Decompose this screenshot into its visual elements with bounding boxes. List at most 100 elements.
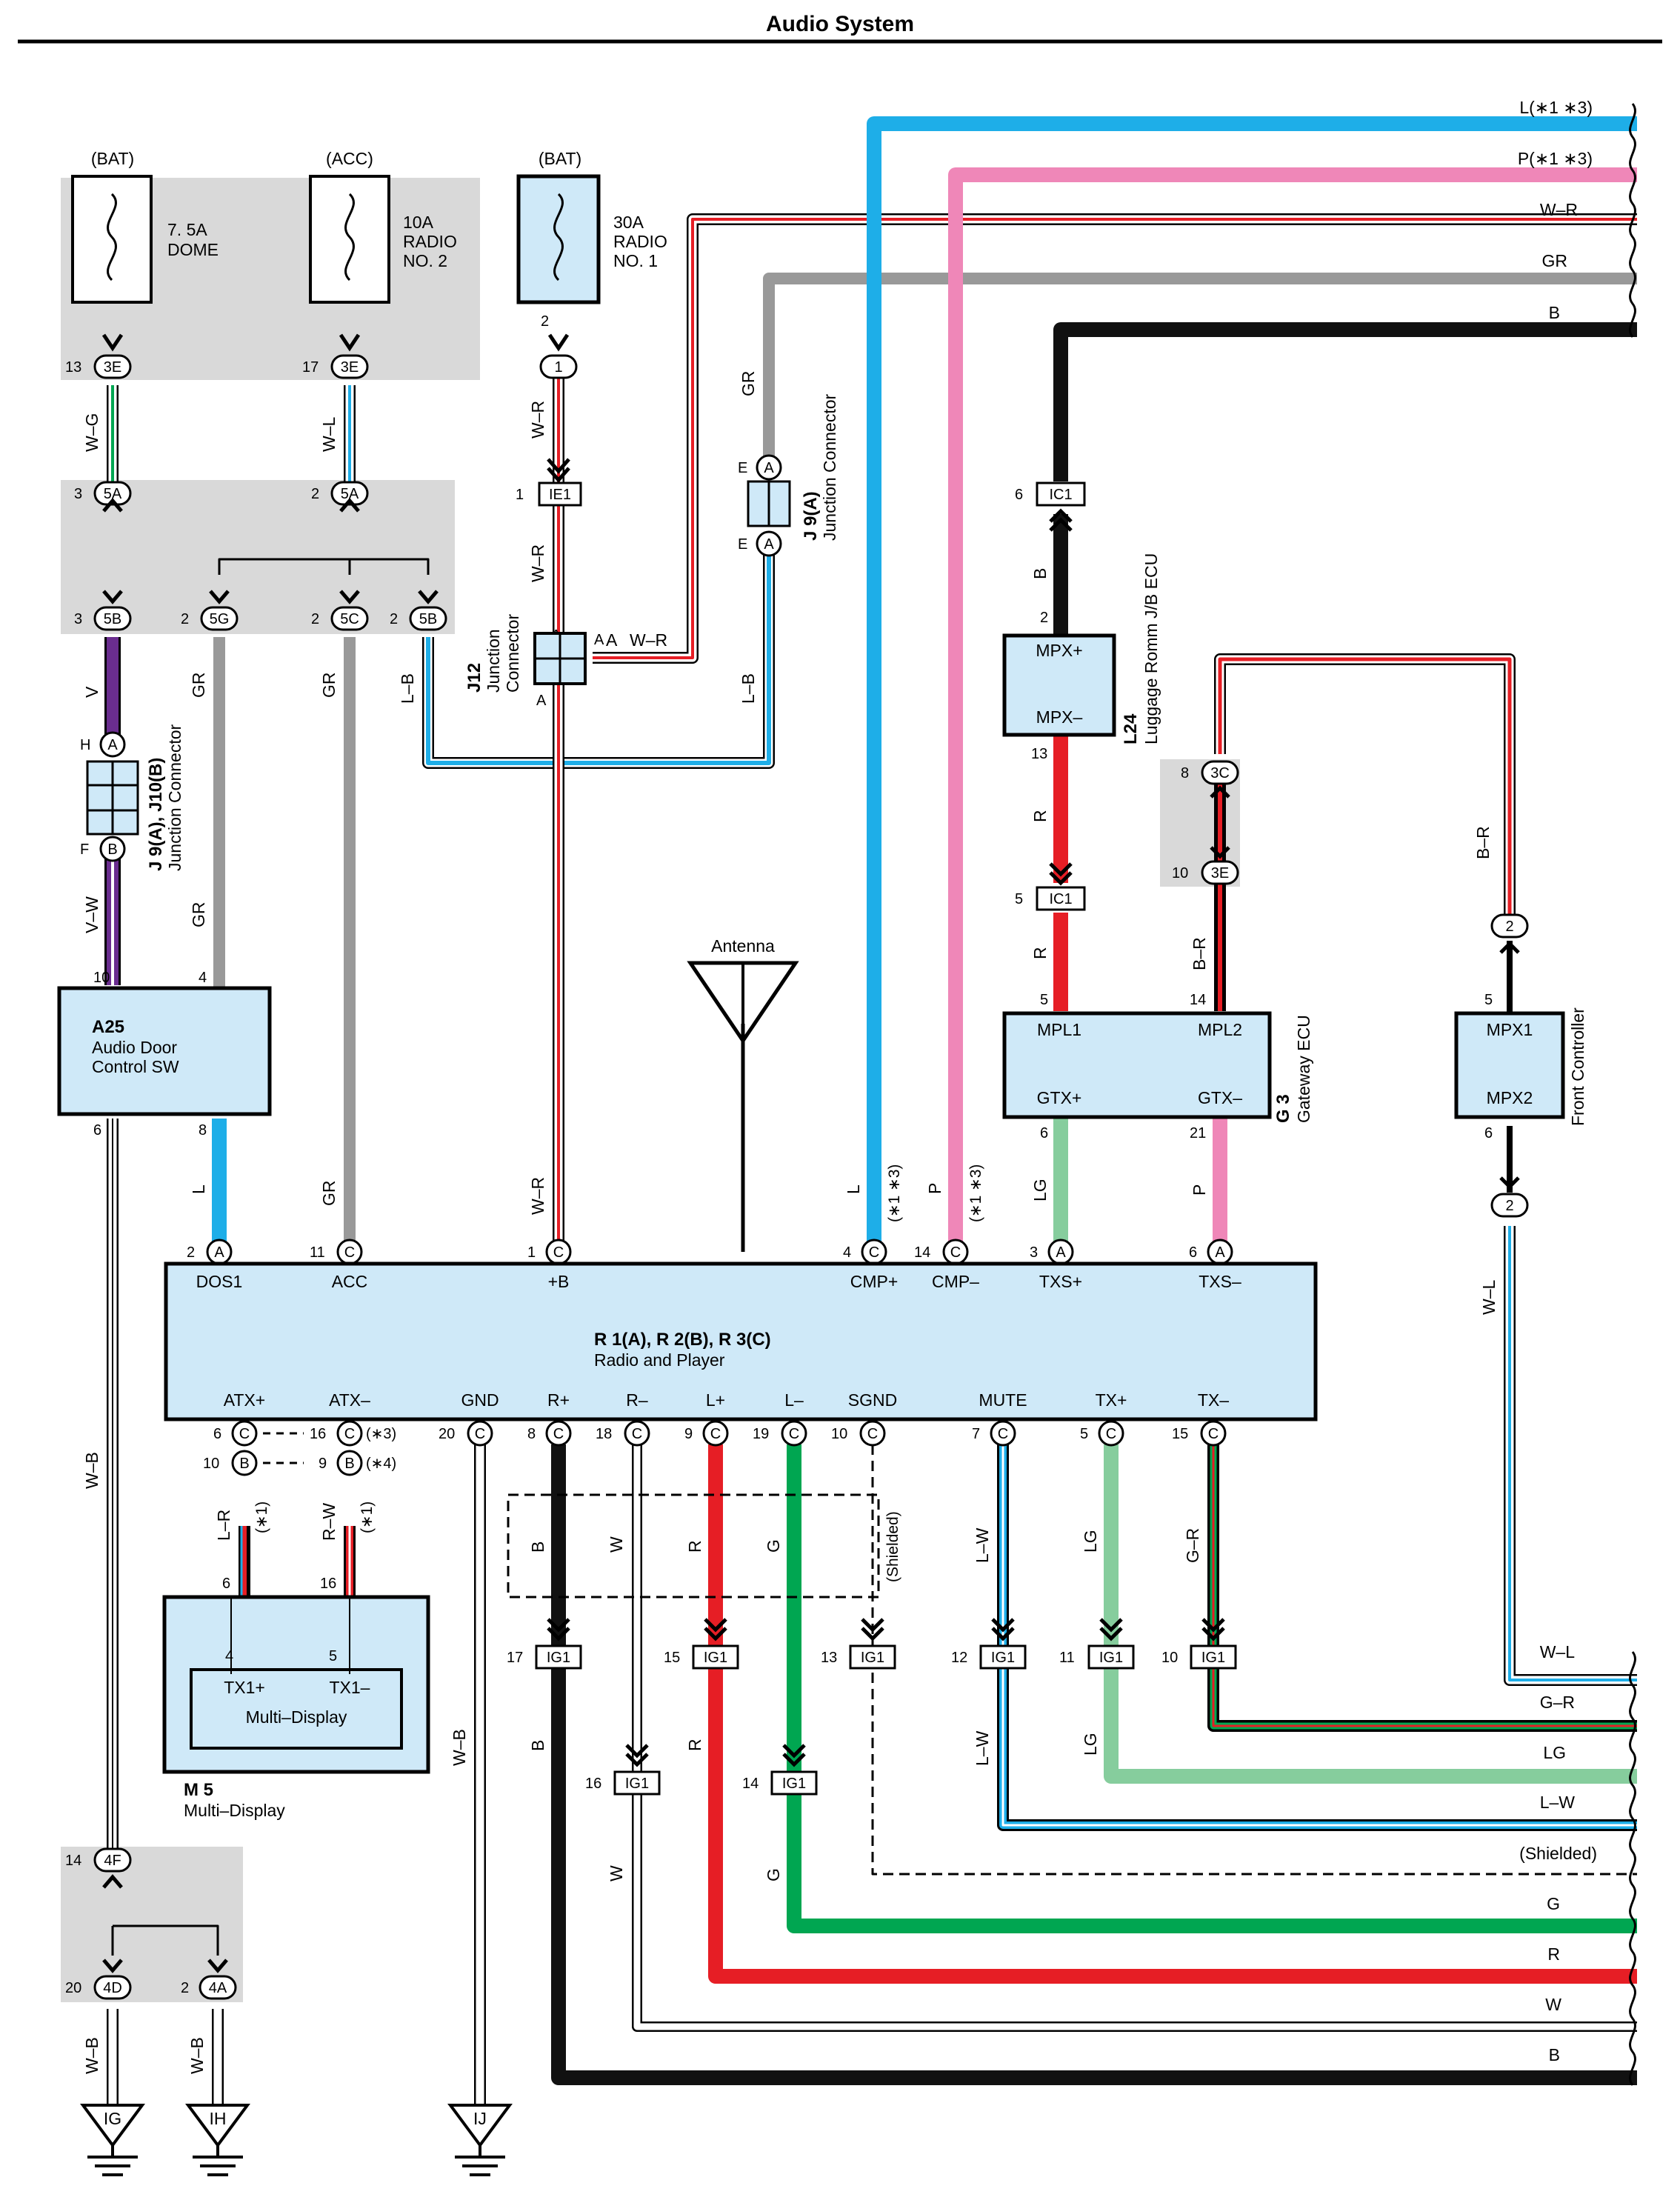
svg-text:6: 6 [1040, 1125, 1048, 1141]
svg-text:TXS+: TXS+ [1039, 1272, 1082, 1291]
svg-text:MPL1: MPL1 [1037, 1020, 1081, 1039]
svg-text:1: 1 [527, 1244, 536, 1261]
svg-text:L–R: L–R [214, 1510, 233, 1541]
svg-text:MPX1: MPX1 [1487, 1020, 1533, 1039]
svg-text:14: 14 [1190, 992, 1206, 1008]
svg-text:10: 10 [203, 1456, 219, 1472]
svg-text:5B: 5B [419, 611, 437, 627]
svg-text:7: 7 [972, 1426, 980, 1442]
svg-text:Connector: Connector [503, 614, 522, 693]
svg-text:5: 5 [1484, 992, 1493, 1008]
svg-text:A: A [764, 460, 774, 476]
svg-text:W–B: W–B [187, 2037, 207, 2074]
svg-text:3E: 3E [1211, 865, 1229, 881]
svg-text:W–R: W–R [528, 544, 547, 582]
svg-text:P(∗1 ∗3): P(∗1 ∗3) [1518, 149, 1593, 168]
fuse-radio-no1: (BAT) 30A RADIO NO. 1 [516, 149, 667, 304]
svg-text:B: B [1030, 568, 1050, 579]
svg-text:SGND: SGND [848, 1390, 897, 1410]
svg-text:MPL2: MPL2 [1198, 1020, 1242, 1039]
svg-text:19: 19 [753, 1426, 769, 1442]
svg-text:C: C [632, 1426, 642, 1442]
svg-text:A: A [107, 737, 118, 753]
svg-text:13: 13 [65, 359, 81, 376]
svg-text:C: C [475, 1426, 485, 1442]
svg-text:A: A [1056, 1244, 1066, 1261]
svg-text:C: C [869, 1244, 879, 1261]
svg-text:C: C [1208, 1426, 1219, 1442]
svg-text:Audio Door: Audio Door [92, 1038, 177, 1057]
svg-text:W: W [607, 1536, 626, 1553]
svg-text:(ACC): (ACC) [326, 149, 373, 168]
svg-text:MPX+: MPX+ [1036, 641, 1082, 660]
svg-text:J 9(A), J10(B): J 9(A), J10(B) [146, 758, 166, 871]
svg-text:Junction Connector: Junction Connector [820, 393, 839, 541]
junction-block-middle [61, 480, 455, 634]
svg-text:W: W [1545, 1995, 1561, 2014]
svg-text:3E: 3E [104, 359, 121, 376]
svg-text:IG1: IG1 [861, 1650, 884, 1666]
svg-text:IC1: IC1 [1049, 487, 1072, 503]
svg-text:1: 1 [516, 487, 524, 503]
svg-text:DOS1: DOS1 [196, 1272, 243, 1291]
svg-text:A: A [764, 536, 774, 553]
svg-text:F: F [80, 841, 89, 858]
svg-text:A: A [536, 693, 547, 709]
svg-text:14: 14 [742, 1776, 759, 1792]
svg-text:5: 5 [1080, 1426, 1088, 1442]
svg-text:A: A [1215, 1244, 1225, 1261]
svg-text:W–L: W–L [1540, 1642, 1576, 1661]
svg-text:+B: +B [548, 1272, 570, 1291]
svg-text:2: 2 [181, 1980, 189, 1996]
svg-text:A: A [214, 1244, 224, 1261]
svg-text:5A: 5A [341, 486, 359, 502]
svg-text:MPX2: MPX2 [1487, 1088, 1533, 1107]
svg-text:10: 10 [1161, 1650, 1178, 1666]
svg-text:C: C [344, 1426, 355, 1442]
svg-text:B: B [1549, 303, 1560, 322]
svg-text:TXS–: TXS– [1199, 1272, 1241, 1291]
svg-text:LG: LG [1030, 1179, 1050, 1201]
svg-text:7. 5A: 7. 5A [167, 220, 207, 239]
svg-text:(∗1): (∗1) [359, 1501, 376, 1533]
svg-text:L: L [189, 1184, 208, 1194]
svg-text:TX1–: TX1– [330, 1678, 370, 1697]
svg-text:B–R: B–R [1190, 937, 1209, 970]
svg-text:Luggage Romm J/B ECU: Luggage Romm J/B ECU [1141, 553, 1161, 744]
svg-text:P: P [925, 1183, 944, 1194]
svg-text:L–W: L–W [973, 1527, 992, 1563]
svg-text:E: E [738, 460, 747, 476]
svg-text:11: 11 [310, 1244, 325, 1261]
svg-text:8: 8 [527, 1426, 536, 1442]
svg-text:GND: GND [461, 1390, 499, 1410]
svg-text:4F: 4F [104, 1853, 121, 1869]
svg-text:ACC: ACC [332, 1272, 368, 1291]
svg-text:TX+: TX+ [1096, 1390, 1127, 1410]
svg-text:C: C [239, 1426, 250, 1442]
svg-text:8: 8 [199, 1122, 207, 1139]
svg-text:2: 2 [1040, 610, 1048, 626]
svg-text:IG1: IG1 [547, 1650, 570, 1666]
svg-text:17: 17 [507, 1650, 523, 1666]
svg-text:4: 4 [199, 970, 207, 986]
svg-text:3: 3 [74, 611, 82, 627]
svg-text:GR: GR [319, 673, 339, 699]
svg-text:14: 14 [914, 1244, 930, 1261]
svg-text:IC1: IC1 [1049, 891, 1072, 907]
wires [104, 116, 1637, 2104]
svg-text:Gateway ECU: Gateway ECU [1294, 1015, 1313, 1123]
svg-text:5: 5 [1040, 992, 1048, 1008]
svg-text:R: R [1030, 810, 1050, 822]
svg-text:LG: LG [1081, 1530, 1100, 1553]
svg-text:2: 2 [1505, 1198, 1513, 1214]
svg-text:B: B [528, 1541, 547, 1553]
svg-text:5G: 5G [210, 611, 230, 627]
svg-text:(∗4): (∗4) [366, 1456, 396, 1472]
svg-text:Radio and Player: Radio and Player [594, 1350, 725, 1370]
right-top-wire-labels: L(∗1 ∗3) P(∗1 ∗3) W–R GR B [1518, 98, 1593, 322]
svg-text:(Shielded): (Shielded) [1519, 1844, 1597, 1863]
svg-text:TX1+: TX1+ [224, 1678, 265, 1697]
svg-text:L: L [844, 1184, 863, 1194]
svg-text:B: B [107, 841, 117, 858]
svg-text:GTX+: GTX+ [1037, 1088, 1082, 1107]
